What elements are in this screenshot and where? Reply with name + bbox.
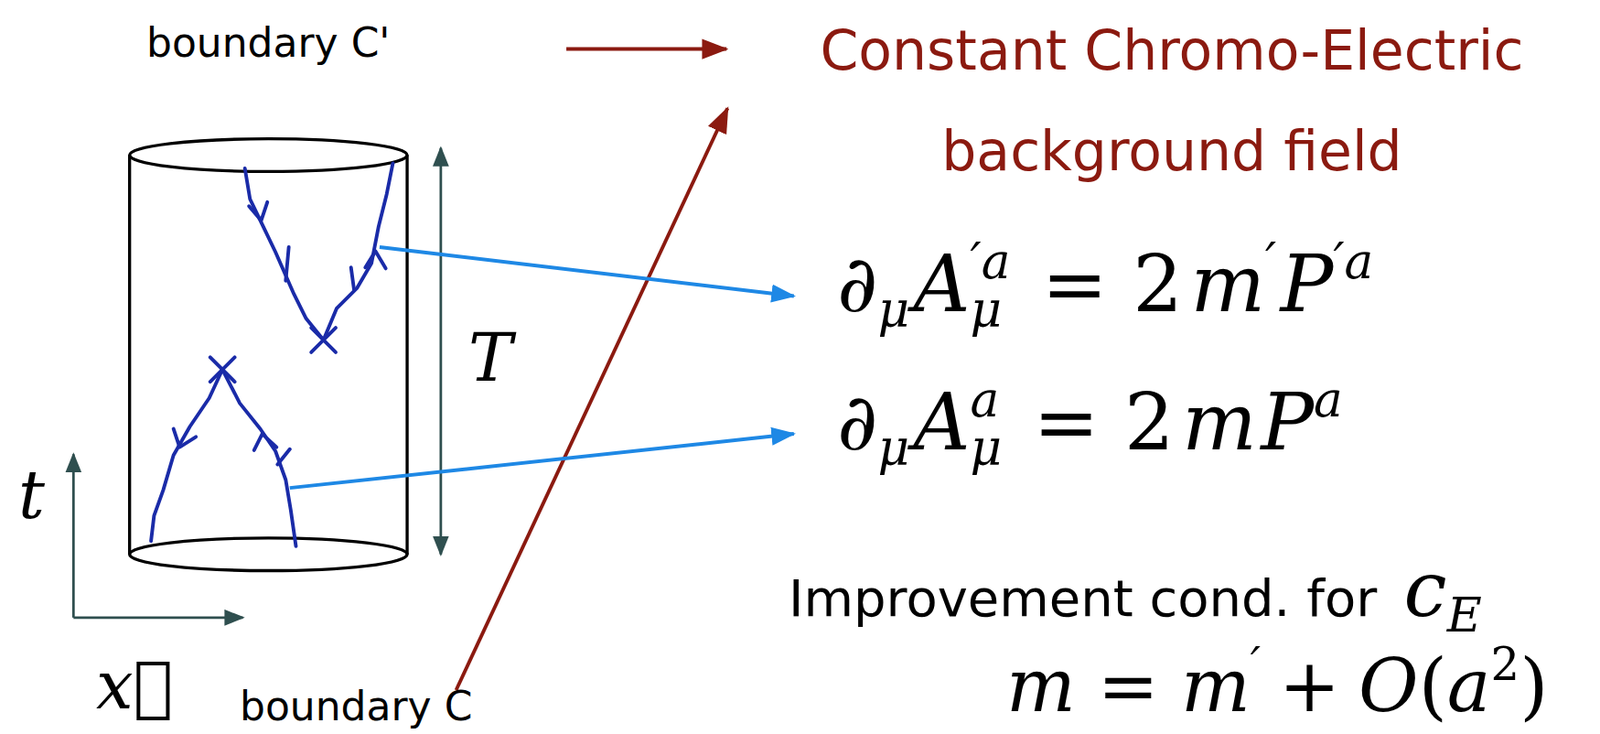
quark-branch — [351, 267, 355, 290]
cylinder — [129, 139, 408, 571]
math-symbol: 2 — [1491, 642, 1521, 688]
math-symbol: c — [1404, 550, 1448, 628]
math-symbol: m — [1181, 649, 1251, 723]
math-symbol: = — [1097, 649, 1160, 723]
index-stack: aμ — [970, 375, 1003, 474]
leader-arrow — [289, 433, 795, 488]
math-symbol: ′ — [1265, 237, 1277, 287]
quark-arrowhead — [254, 433, 278, 451]
quark-arrowhead — [365, 250, 386, 269]
formula-row: ∂μA′aμ= 2m′P′a — [837, 244, 1374, 369]
quark-arrowhead — [248, 202, 268, 221]
math-symbol: μ — [877, 424, 910, 473]
cylinder-side — [128, 155, 131, 555]
leader-arrow — [566, 47, 727, 52]
math-index: a — [970, 375, 1003, 425]
leader-arrow — [456, 107, 729, 690]
quark-line — [323, 162, 394, 340]
math-symbol: E — [1447, 590, 1482, 639]
quark-lines — [150, 162, 393, 546]
math-index: μ — [970, 424, 1003, 473]
quark-line — [245, 168, 324, 340]
math-symbol: + — [1278, 649, 1341, 723]
math-symbol: m — [1191, 244, 1267, 323]
math-symbol: ′ — [1250, 642, 1261, 688]
math-symbol: = 2 — [1041, 244, 1183, 323]
math-index: μ — [970, 286, 1011, 335]
time-axis-label: t — [18, 459, 45, 532]
formula-row: m=m′+O(a2) — [1006, 649, 1548, 723]
vertex-cross — [210, 356, 236, 382]
quark-branch — [285, 246, 289, 281]
cylinder-bottom — [129, 537, 408, 571]
boundary-label: boundary C' — [146, 21, 390, 65]
math-symbol: O — [1358, 649, 1419, 723]
math-symbol: μ — [877, 286, 910, 335]
math-symbol: A — [912, 382, 970, 462]
formula-row: Improvement cond. forcE — [788, 550, 1482, 628]
cylinder-top — [129, 139, 408, 172]
math-symbol: ) — [1519, 649, 1548, 723]
math-symbol: a — [1313, 375, 1343, 425]
math-symbol: ∂ — [837, 244, 878, 323]
space-axis-label: x⃗ — [96, 649, 173, 722]
quark-line — [222, 369, 296, 547]
index-stack: ′aμ — [970, 237, 1011, 336]
math-symbol: ∂ — [837, 382, 878, 462]
quark-arrowhead — [173, 428, 197, 447]
math-symbol: P — [1260, 382, 1314, 462]
condition-text: Improvement cond. for — [788, 572, 1377, 624]
math-symbol: = 2 — [1033, 382, 1175, 462]
vertex-cross — [311, 327, 336, 353]
math-symbol: a — [1447, 649, 1492, 723]
time-axis — [72, 453, 76, 617]
leader-arrow — [379, 246, 795, 297]
space-axis — [73, 615, 243, 619]
quark-branch — [277, 449, 290, 465]
extent-label: T — [468, 322, 513, 395]
math-symbol: ( — [1418, 649, 1448, 723]
extent-arrow — [439, 148, 442, 555]
field-title: Constant Chromo-Electric background fiel… — [751, 0, 1593, 202]
math-symbol: P — [1280, 244, 1334, 323]
quark-line — [150, 369, 223, 541]
math-symbol: ′a — [1332, 237, 1374, 287]
formula-row: ∂μAaμ= 2mPa — [837, 382, 1343, 507]
boundary-label: boundary C — [239, 684, 473, 729]
vertex-cross — [311, 327, 336, 353]
cylinder-side — [405, 155, 409, 555]
math-symbol: A — [912, 244, 970, 323]
math-symbol: m — [1006, 649, 1076, 723]
math-symbol: m — [1181, 382, 1257, 462]
vertex-cross — [210, 356, 236, 382]
math-index: ′a — [970, 237, 1011, 287]
